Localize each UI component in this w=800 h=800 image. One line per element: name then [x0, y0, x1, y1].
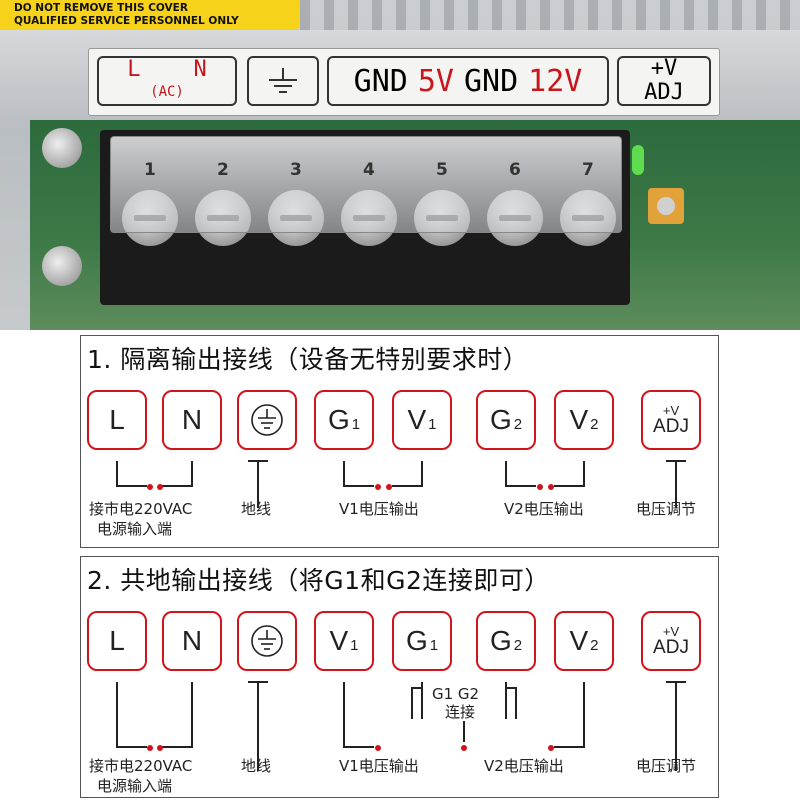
label-L: L — [127, 57, 141, 82]
power-led — [632, 145, 644, 175]
section2-terminal-ground — [237, 611, 297, 671]
section-2-wires — [116, 681, 686, 771]
terminal-sub-label: 2 — [513, 636, 523, 654]
section1-terminal-l: L — [87, 390, 147, 450]
terminal-main-label: N — [181, 625, 203, 656]
s2-adj-caption: 电压调节 — [636, 757, 697, 775]
s2-input-caption-1: 接市电220VAC — [89, 757, 193, 775]
mount-screw-top — [42, 128, 82, 168]
label-5v: 5V — [417, 63, 454, 99]
terminal-main-label: V — [569, 404, 589, 435]
section-1-title: 1. 隔离输出接线（设备无特别要求时） — [87, 345, 529, 374]
power-supply-photo: DO NOT REMOVE THIS COVER QUALIFIED SERVI… — [0, 0, 800, 330]
terminal-main-label: V — [407, 404, 427, 435]
section2-terminal-l: L — [87, 611, 147, 671]
terminal-main-label: G — [405, 625, 428, 656]
adj-label: +V ADJ — [617, 56, 711, 106]
mount-screw-bottom — [42, 246, 82, 286]
terminal-number-6: 6 — [509, 160, 521, 180]
warning-line-2: QUALIFIED SERVICE PERSONNEL ONLY — [14, 15, 239, 27]
ground-icon — [251, 404, 283, 436]
s2-gjoin-caption-2: 连接 — [443, 703, 478, 721]
dc-output-label: GND 5V GND 12V — [327, 56, 609, 106]
terminal-number-1: 1 — [144, 160, 156, 180]
s2-ground-caption: 地线 — [241, 757, 272, 775]
terminal-number-7: 7 — [582, 160, 594, 180]
terminal-main-label: G — [489, 625, 512, 656]
terminal-number-5: 5 — [436, 160, 448, 180]
section-2-title: 2. 共地输出接线（将G1和G2连接即可） — [87, 566, 550, 595]
label-adj: ADJ — [644, 80, 684, 105]
ground-icon — [251, 625, 283, 657]
warning-line-1: DO NOT REMOVE THIS COVER — [14, 2, 188, 14]
s1-v1-caption: V1电压输出 — [339, 500, 419, 518]
terminal-sub-label: 1 — [351, 415, 361, 433]
s2-gjoin-caption-1: G1 G2 — [430, 685, 482, 703]
label-gnd-1: GND — [353, 63, 408, 99]
terminal-number-4: 4 — [363, 160, 375, 180]
terminal-number-2: 2 — [217, 160, 229, 180]
ac-input-label: L N (AC) — [97, 56, 237, 106]
terminal-main-label: L — [109, 625, 125, 656]
terminal-main-label: G — [327, 404, 350, 435]
label-N: N — [193, 57, 207, 82]
terminal-sub-label: 1 — [429, 636, 439, 654]
section1-terminal-n: N — [162, 390, 222, 450]
s1-input-caption-2: 电源输入端 — [97, 520, 173, 538]
terminal-main-label: V — [329, 625, 349, 656]
terminal-main-label: V — [569, 625, 589, 656]
adj-label: ADJ — [653, 416, 689, 437]
s1-adj-caption: 电压调节 — [636, 500, 697, 518]
terminal-label-strip: L N (AC) GND 5V GND 12V +V ADJ — [88, 48, 720, 116]
warning-label: DO NOT REMOVE THIS COVER QUALIFIED SERVI… — [0, 0, 300, 30]
label-gnd-2: GND — [463, 63, 519, 99]
terminal-main-label: L — [109, 404, 125, 435]
terminal-main-label: N — [181, 404, 203, 435]
adj-label: ADJ — [653, 637, 689, 658]
terminal-cover — [110, 136, 622, 233]
label-plus-v: +V — [650, 56, 678, 81]
section-1-wires — [116, 460, 686, 508]
terminal-sub-label: 1 — [350, 636, 359, 654]
terminal-sub-label: 1 — [428, 415, 437, 433]
section2-terminal-n: N — [162, 611, 222, 671]
terminal-main-label: G — [489, 404, 512, 435]
s2-v2-caption: V2电压输出 — [484, 757, 564, 775]
label-ac: (AC) — [150, 84, 184, 100]
s2-v1-caption: V1电压输出 — [339, 757, 419, 775]
s2-input-caption-2: 电源输入端 — [97, 777, 173, 795]
label-ground — [247, 56, 319, 106]
voltage-potentiometer — [648, 188, 684, 224]
s1-ground-caption: 地线 — [241, 500, 272, 518]
terminal-number-3: 3 — [290, 160, 302, 180]
terminal-sub-label: 2 — [590, 415, 599, 433]
s1-v2-caption: V2电压输出 — [504, 500, 584, 518]
ground-icon — [269, 68, 297, 93]
vent-holes — [300, 0, 800, 30]
terminal-sub-label: 2 — [513, 415, 523, 433]
terminal-sub-label: 2 — [590, 636, 599, 654]
adj-plus-v-label: +V — [662, 403, 680, 418]
adj-plus-v-label: +V — [662, 624, 680, 639]
s1-input-caption-1: 接市电220VAC — [89, 500, 193, 518]
label-12v: 12V — [528, 63, 583, 99]
section1-terminal-ground — [237, 390, 297, 450]
